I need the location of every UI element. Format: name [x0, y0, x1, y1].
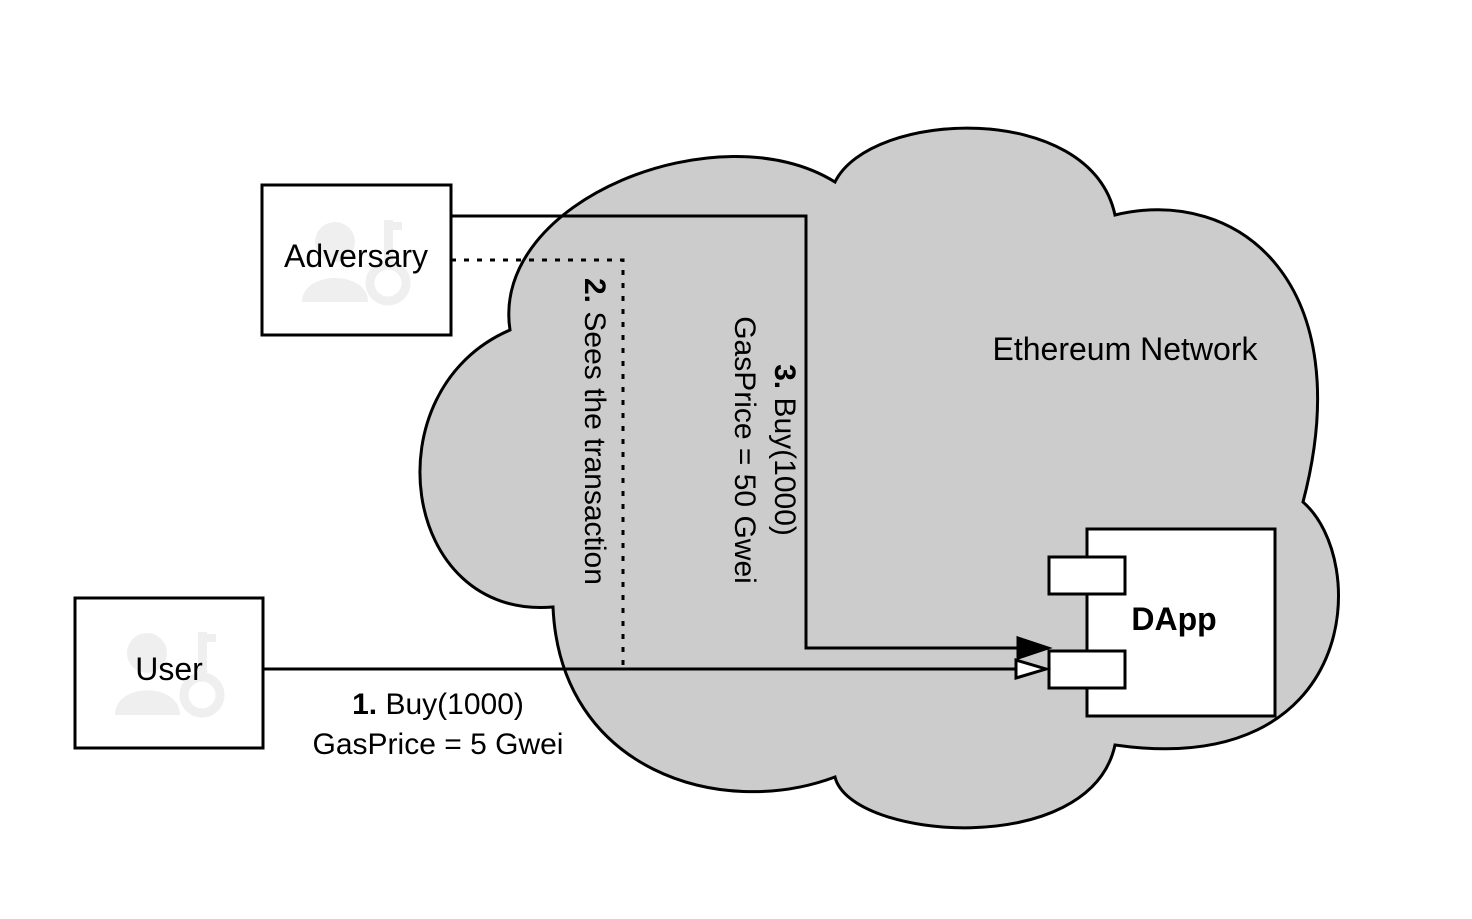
network-label: Ethereum Network [993, 331, 1259, 367]
dapp-component: DApp [1047, 527, 1277, 718]
user-label: User [135, 651, 203, 687]
dapp-label: DApp [1131, 601, 1216, 637]
dapp-port-bottom [1047, 649, 1127, 690]
adversary-label: Adversary [284, 238, 428, 274]
step3-label: 3. Buy(1000) GasPrice = 50 Gwei [728, 316, 801, 584]
user-box: User [73, 596, 265, 750]
step1-arrow [263, 657, 1052, 681]
svg-text:2. Sees the transaction: 2. Sees the transaction [578, 278, 611, 585]
dapp-port-top [1047, 555, 1127, 596]
user-key-icon [115, 632, 225, 718]
step2-dotted-line [451, 258, 625, 669]
ethereum-network-cloud [418, 126, 1340, 830]
step1-label-line2: GasPrice = 5 Gwei [313, 728, 564, 761]
step1-label-line1: 1. Buy(1000) [352, 688, 524, 721]
step2-label: 2. Sees the transaction [578, 278, 611, 585]
svg-text:GasPrice = 50 Gwei: GasPrice = 50 Gwei [728, 316, 761, 584]
step3-arrow [451, 214, 1053, 661]
svg-text:3. Buy(1000): 3. Buy(1000) [768, 364, 801, 536]
user-key-icon [302, 220, 411, 306]
adversary-box: Adversary [260, 183, 453, 337]
